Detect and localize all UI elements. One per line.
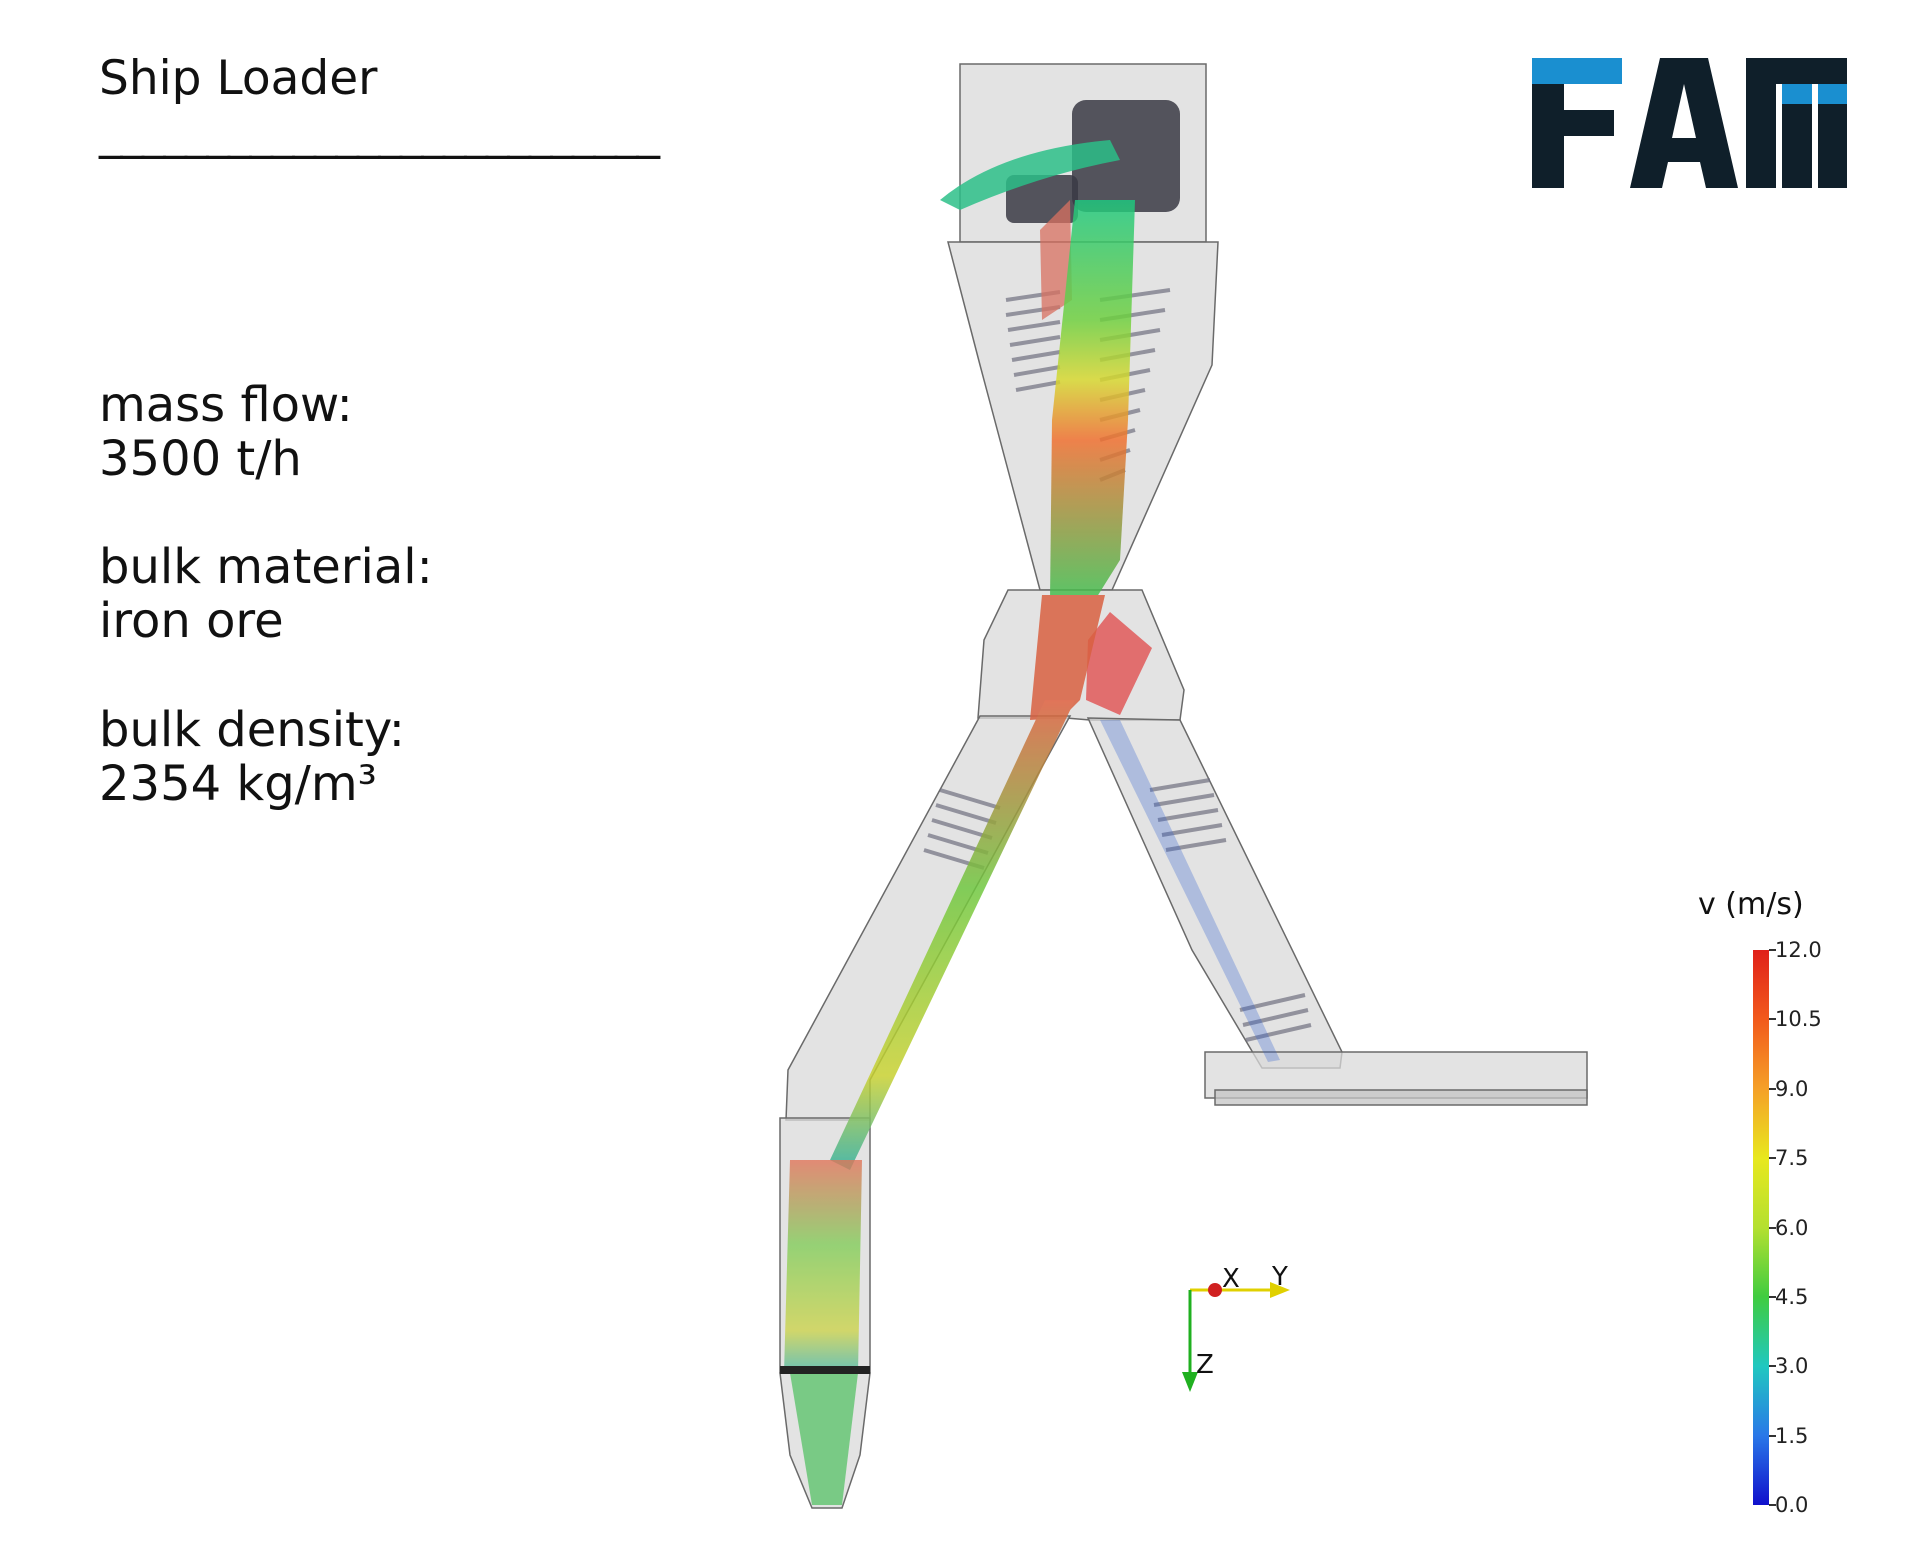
flap-elements [1006,100,1180,715]
colorbar-tick-mark [1769,1504,1776,1506]
mass-flow-label: mass flow: [99,377,353,433]
colorbar-tick-label: 0.0 [1775,1493,1809,1517]
colorbar-tick-label: 9.0 [1775,1076,1809,1101]
page-title: Ship Loader [99,51,378,106]
velocity-colorbar [1753,950,1769,1505]
colorbar-tick-label: 4.5 [1775,1284,1809,1309]
legend-title: v (m/s) [1698,887,1804,922]
colorbar-tick-label: 6.0 [1775,1215,1809,1240]
bulk-density-value: 2354 kg/m³ [99,756,377,812]
axis-triad [1182,1282,1290,1392]
colorbar-tick-mark [1769,949,1776,951]
axis-y-label: Y [1272,1262,1288,1292]
bulk-material-label: bulk material: [99,539,433,595]
colorbar-tick-mark [1769,1226,1776,1229]
colorbar-tick-mark [1769,1087,1776,1090]
particle-stream [784,140,1280,1505]
colorbar-tick-label: 12.0 [1775,938,1822,962]
axis-z-label: Z [1196,1350,1214,1380]
colorbar-tick-mark [1769,1018,1776,1021]
colorbar-tick-label: 1.5 [1775,1423,1809,1448]
colorbar-tick-label: 7.5 [1775,1146,1809,1171]
colorbar-tick-mark [1769,1365,1776,1368]
mass-flow-value: 3500 t/h [99,431,302,487]
bulk-material-value: iron ore [99,593,284,649]
colorbar-tick-mark [1769,1157,1776,1160]
colorbar-tick-mark [1769,1434,1776,1437]
axis-x-label: X [1222,1264,1240,1294]
bulk-density-label: bulk density: [99,702,405,758]
colorbar-tick-label: 3.0 [1775,1354,1809,1379]
fam-logo [1532,58,1847,188]
title-underline: __________________________ [99,105,660,160]
colorbar-tick-label: 10.5 [1775,1007,1822,1032]
spout-band [780,1366,870,1374]
colorbar-tick-mark [1769,1295,1776,1298]
